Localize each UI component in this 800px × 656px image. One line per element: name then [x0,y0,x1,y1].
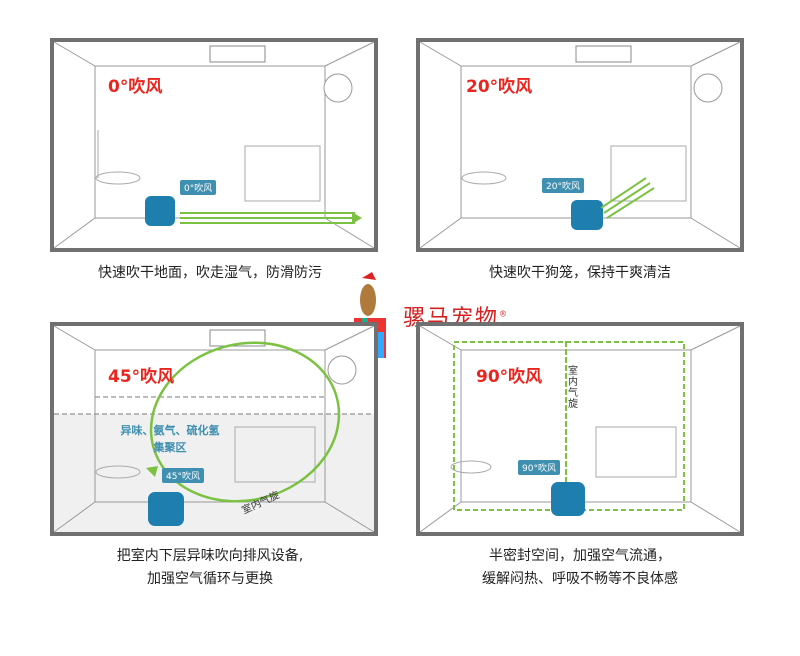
panel-90-degree: 90°吹风 90°吹风 室内气旋 [416,322,744,536]
angle-label: 45°吹风 [108,367,175,387]
caption-0-degree: 快速吹干地面，吹走湿气，防滑防污 [98,265,322,281]
blower-icon [571,200,603,230]
angle-label: 20°吹风 [466,77,533,97]
registered-mark: ® [499,309,510,319]
swirl-label: 室内气旋 [568,366,578,410]
odor-zone-note: 异味、氨气、硫化氢集聚区 [110,422,230,456]
room-illustration [416,38,744,252]
angle-tag: 45°吹风 [162,468,204,483]
panel-0-degree: 0°吹风 0°吹风 [50,38,378,252]
angle-label: 90°吹风 [476,367,543,387]
room-illustration [416,322,744,536]
angle-tag: 90°吹风 [518,460,560,475]
panel-20-degree: 20°吹风 20°吹风 [416,38,744,252]
note-line: 异味、氨气、硫化氢 [120,424,220,437]
caption-90-degree: 半密封空间，加强空气流通， 缓解闷热、呼吸不畅等不良体感 [400,545,760,591]
room-illustration [50,38,378,252]
panel-45-degree: 45°吹风 异味、氨气、硫化氢集聚区 45°吹风 室内气旋 [50,322,378,536]
angle-tag: 20°吹风 [542,178,584,193]
angle-label: 0°吹风 [108,77,163,97]
angle-tag: 0°吹风 [180,180,217,195]
blower-icon [551,482,585,516]
blower-icon [148,492,184,526]
note-line: 集聚区 [153,441,187,454]
caption-20-degree: 快速吹干狗笼，保持干爽清洁 [489,265,671,281]
caption-45-degree: 把室内下层异味吹向排风设备, 加强空气循环与更换 [30,545,390,591]
caption-line: 把室内下层异味吹向排风设备, [116,548,304,564]
blower-icon [145,196,175,226]
room-illustration [50,322,378,536]
caption-line: 半密封空间，加强空气流通， [489,548,671,564]
caption-line: 缓解闷热、呼吸不畅等不良体感 [482,571,678,587]
caption-line: 加强空气循环与更换 [147,571,273,587]
